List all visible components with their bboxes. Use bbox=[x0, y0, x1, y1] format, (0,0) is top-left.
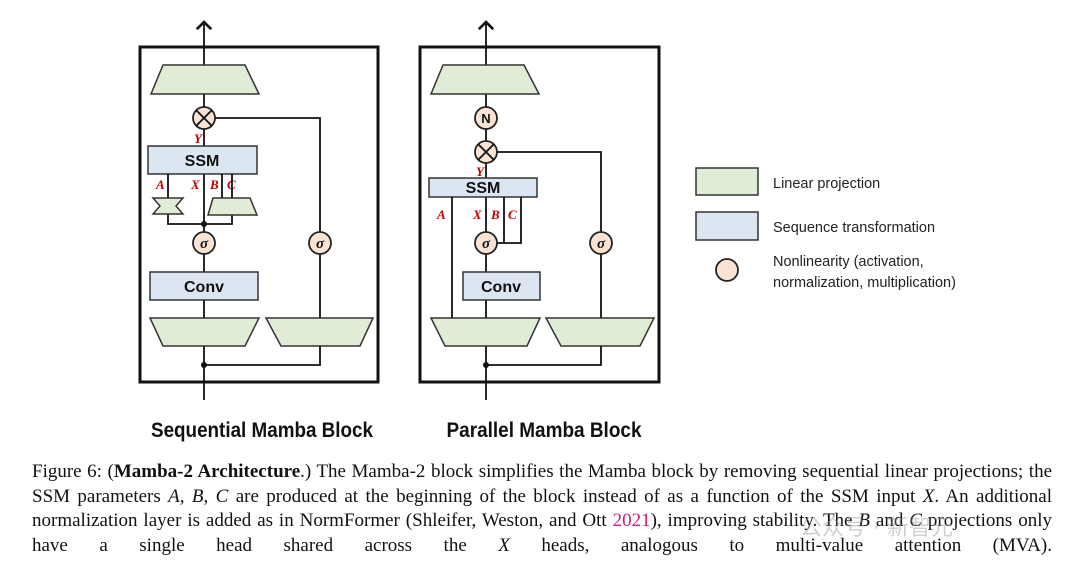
legend-label: Sequence transformation bbox=[773, 220, 935, 236]
caption-text: ), improving stability. The bbox=[650, 510, 859, 532]
ssm-box bbox=[428, 177, 538, 198]
sigma-icon bbox=[589, 231, 613, 255]
block-frame bbox=[138, 45, 380, 384]
a-projection bbox=[151, 197, 185, 215]
sigma-icon bbox=[308, 231, 332, 255]
split-path bbox=[486, 346, 602, 366]
conv-label: Conv bbox=[481, 279, 521, 296]
junction-dot bbox=[201, 362, 207, 368]
caption-bold: Mamba-2 Architecture bbox=[113, 461, 301, 482]
sigma-label: σ bbox=[597, 236, 606, 252]
sigma-label: σ bbox=[316, 236, 325, 252]
block-title: Parallel Mamba Block bbox=[447, 419, 642, 442]
caption-math: A, B, C bbox=[168, 485, 229, 507]
legend-swatch-linear bbox=[695, 167, 759, 196]
var-c: C bbox=[508, 207, 517, 222]
sigma-icon bbox=[474, 231, 498, 255]
var-x: X bbox=[190, 177, 200, 192]
var-a: A bbox=[155, 177, 165, 192]
multiply-glyph bbox=[195, 109, 213, 127]
caption-text: .) The Mamba-2 block simplifies the Mamb… bbox=[32, 461, 1052, 507]
conv-box bbox=[462, 271, 541, 301]
var-a: A bbox=[436, 207, 446, 222]
caption-text: heads, analogous to multi-value attentio… bbox=[509, 534, 1052, 556]
output-projection bbox=[429, 64, 541, 95]
caption-text: projections only have a single head shar… bbox=[32, 510, 1053, 556]
var-x: X bbox=[472, 207, 482, 222]
ssm-label: SSM bbox=[466, 180, 501, 197]
legend-label: normalization, multiplication) bbox=[773, 275, 956, 291]
output-projection bbox=[149, 64, 261, 95]
citation-link[interactable]: 2021 bbox=[612, 510, 651, 532]
block-title: Sequential Mamba Block bbox=[151, 419, 373, 442]
caption-math: C bbox=[909, 510, 922, 532]
caption-text: . An additional normalization layer is a… bbox=[32, 485, 1053, 532]
caption-text: are produced at the beginning of the blo… bbox=[228, 485, 923, 507]
var-y: Y bbox=[194, 131, 203, 146]
legend-swatch-nonlinearity bbox=[715, 258, 739, 282]
sigma-label: σ bbox=[482, 236, 491, 252]
gate-path bbox=[486, 151, 602, 318]
input-projection bbox=[429, 317, 542, 347]
gate-projection bbox=[264, 317, 375, 347]
caption-text: Figure 6: ( bbox=[32, 461, 114, 482]
caption-math: X bbox=[922, 485, 935, 507]
gate-projection bbox=[544, 317, 656, 347]
sigma-label: σ bbox=[200, 236, 209, 252]
block-frame bbox=[418, 45, 661, 384]
legend-label: Nonlinearity (activation, bbox=[773, 254, 924, 270]
conv-label: Conv bbox=[184, 279, 224, 296]
junction-dot bbox=[201, 221, 207, 227]
figure-caption: Figure 6: (Mamba-2 Architecture.) The Ma… bbox=[32, 460, 1052, 558]
var-b: B bbox=[209, 177, 219, 192]
ssm-box bbox=[147, 145, 258, 175]
legend-label: Linear projection bbox=[773, 176, 880, 192]
sigma-icon bbox=[192, 231, 216, 255]
caption-math: X bbox=[498, 534, 510, 556]
caption-math: B bbox=[858, 510, 871, 532]
parallel-mamba-block: N Y SSM A X B C σ σ Conv Parallel Mamba … bbox=[418, 20, 661, 442]
legend: Linear projection Sequence transformatio… bbox=[695, 167, 956, 291]
gate-path bbox=[204, 117, 321, 346]
var-y: Y bbox=[476, 164, 485, 179]
sequential-mamba-block: Y SSM A X B C σ σ Conv Sequential Mamba … bbox=[138, 20, 380, 442]
norm-icon bbox=[474, 106, 498, 130]
c-path bbox=[504, 197, 522, 244]
multiply-glyph bbox=[477, 143, 495, 161]
norm-label: N bbox=[481, 111, 490, 126]
bc-projection bbox=[206, 197, 259, 216]
legend-swatch-sequence bbox=[695, 211, 759, 241]
ssm-label: SSM bbox=[185, 153, 220, 170]
split-path bbox=[204, 346, 321, 366]
junction-dot bbox=[483, 362, 489, 368]
conv-box bbox=[149, 271, 259, 301]
var-b: B bbox=[490, 207, 500, 222]
input-projection bbox=[148, 317, 261, 347]
watermark: 公众号 · 新智元 bbox=[800, 516, 953, 541]
caption-text: and bbox=[870, 510, 910, 532]
